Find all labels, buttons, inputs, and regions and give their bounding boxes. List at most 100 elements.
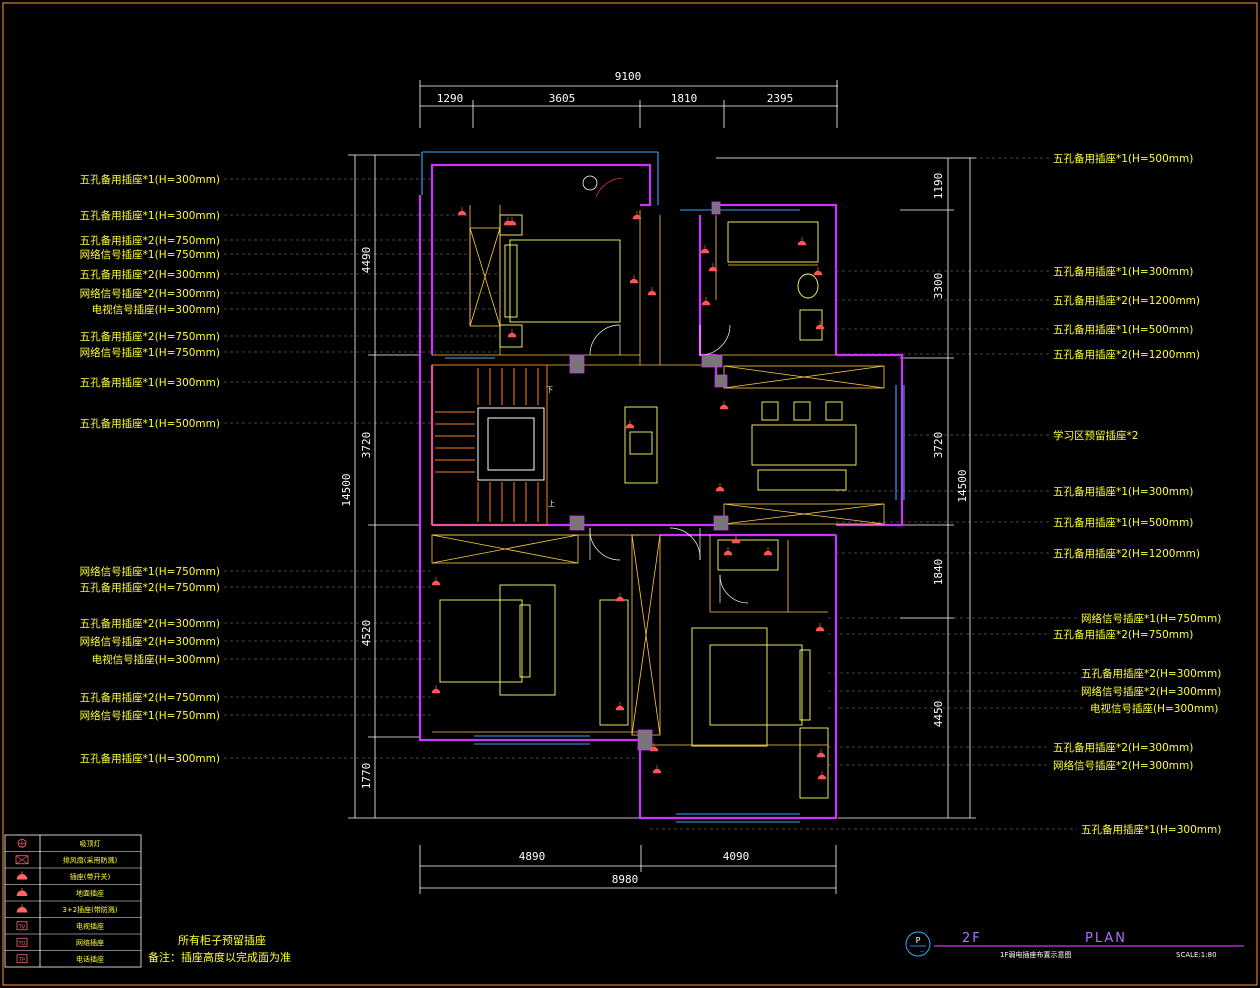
phone-socket-icon: TP (16, 954, 28, 963)
right-socket-label: 五孔备用插座*1(H=300mm) (1081, 823, 1221, 836)
walls (418, 163, 904, 820)
legend-label: 网络插座 (76, 938, 104, 947)
socket-icon (625, 420, 635, 429)
left-socket-label: 五孔备用插座*2(H=750mm) (80, 330, 220, 343)
left-leader-lines (224, 178, 640, 759)
left-socket-label: 电视信号插座(H=300mm) (92, 303, 220, 316)
right-socket-labels: 五孔备用插座*1(H=500mm) 五孔备用插座*1(H=300mm) 五孔备用插座… (1053, 152, 1221, 836)
dim-bottom-seg: 4890 (519, 850, 546, 863)
left-socket-label: 五孔备用插座*2(H=750mm) (80, 691, 220, 704)
legend-label: 地面插座 (76, 888, 104, 897)
dim-top-seg: 2395 (767, 92, 794, 105)
ceiling-light-icon (17, 838, 27, 848)
left-socket-label: 五孔备用插座*2(H=300mm) (80, 268, 220, 281)
right-socket-label: 五孔备用插座*2(H=300mm) (1053, 741, 1193, 754)
right-socket-label: 五孔备用插座*1(H=500mm) (1053, 516, 1193, 529)
dim-right-seg: 4450 (932, 701, 945, 728)
socket-icon (797, 237, 807, 246)
dim-right-total: 14500 (956, 469, 969, 502)
dim-left-seg: 1770 (360, 763, 373, 790)
socket-icon (700, 245, 710, 254)
top-dimensions (419, 80, 838, 128)
left-socket-labels: 五孔备用插座*1(H=300mm) 五孔备用插座*1(H=300mm) 五孔备用插座… (80, 173, 220, 765)
svg-text:TV: TV (18, 924, 26, 930)
socket-icon (629, 275, 639, 284)
title-floor: 2F (962, 931, 982, 946)
svg-text:TP: TP (18, 957, 25, 963)
right-socket-label: 五孔备用插座*2(H=1200mm) (1053, 294, 1200, 307)
right-socket-label: 五孔备用插座*2(H=300mm) (1081, 667, 1221, 680)
bottom-dimensions (419, 845, 837, 894)
dim-left-seg: 4490 (360, 247, 373, 274)
left-socket-label: 五孔备用插座*1(H=300mm) (80, 376, 220, 389)
legend-label: 电话插座 (76, 954, 104, 963)
columns (569, 201, 729, 751)
windows (421, 151, 905, 823)
left-socket-label: 网络信号插座*1(H=750mm) (80, 248, 220, 261)
right-socket-label: 五孔备用插座*2(H=750mm) (1053, 628, 1193, 641)
left-socket-label: 网络信号插座*1(H=750mm) (80, 709, 220, 722)
dim-bottom-seg: 4090 (723, 850, 750, 863)
socket-icon (723, 547, 733, 556)
svg-text:TO: TO (18, 941, 26, 947)
stair-down-mark: 下 (546, 386, 553, 394)
left-socket-label: 网络信号插座*2(H=300mm) (80, 287, 220, 300)
title-plan: PLAN (1085, 931, 1127, 946)
socket-icon (719, 401, 729, 410)
right-socket-label: 网络信号插座*2(H=300mm) (1081, 685, 1221, 698)
legend-label: 插座(带开关) (70, 872, 111, 881)
network-socket-icon: TO (16, 937, 28, 947)
socket-symbols (431, 207, 827, 780)
right-socket-label: 五孔备用插座*2(H=1200mm) (1053, 547, 1200, 560)
socket-icon (507, 329, 517, 338)
note-line-2: 备注：插座高度以完成面为准 (148, 950, 291, 964)
socket-icon (816, 749, 826, 758)
tv-socket-icon: TV (16, 921, 28, 930)
right-socket-label: 网络信号插座*2(H=300mm) (1053, 759, 1193, 772)
dim-right-seg: 3720 (932, 432, 945, 459)
left-socket-label: 网络信号插座*2(H=300mm) (80, 635, 220, 648)
furniture (439, 214, 857, 799)
socket-icon (457, 207, 467, 216)
socket-icon (652, 765, 662, 774)
floor-socket-icon (16, 887, 28, 897)
socket-icon (431, 685, 441, 694)
left-socket-label: 五孔备用插座*2(H=750mm) (80, 581, 220, 594)
dim-top-total: 9100 (615, 70, 642, 83)
dim-top-seg: 1290 (437, 92, 464, 105)
title-badge: P (916, 936, 921, 945)
dim-left-seg: 4520 (360, 620, 373, 647)
dim-top-seg: 3605 (549, 92, 576, 105)
svg-text:--: -- (920, 948, 924, 955)
socket-icon (632, 211, 642, 220)
right-socket-label: 学习区预留插座*2 (1053, 429, 1138, 442)
socket-icon (615, 593, 625, 602)
right-socket-label: 五孔备用插座*1(H=500mm) (1053, 323, 1193, 336)
legend-label: 电视插座 (76, 921, 104, 930)
socket-icon (708, 263, 718, 272)
legend-label: 吸顶灯 (80, 839, 101, 848)
dim-left-seg: 3720 (360, 432, 373, 459)
left-socket-label: 网络信号插座*1(H=750mm) (80, 565, 220, 578)
right-socket-label: 网络信号插座*1(H=750mm) (1081, 612, 1221, 625)
left-socket-label: 五孔备用插座*1(H=300mm) (80, 752, 220, 765)
socket-icon (763, 547, 773, 556)
dim-left-total: 14500 (340, 473, 353, 506)
socket-icon (649, 743, 659, 752)
inner-wall-lines (432, 205, 836, 746)
title-block: P -- 2F PLAN 1F弱电插座布置示意图 SCALE:1:80 (905, 931, 1244, 959)
right-socket-label: 五孔备用插座*1(H=300mm) (1053, 485, 1193, 498)
dim-top-seg: 1810 (671, 92, 698, 105)
left-socket-label: 电视信号插座(H=300mm) (92, 653, 220, 666)
right-socket-label: 五孔备用插座*2(H=1200mm) (1053, 348, 1200, 361)
dim-right-seg: 1840 (932, 559, 945, 586)
title-subtitle: 1F弱电插座布置示意图 (1000, 950, 1071, 959)
socket-icon (817, 771, 827, 780)
left-socket-label: 五孔备用插座*1(H=300mm) (80, 173, 220, 186)
wardrobes (431, 227, 885, 736)
exhaust-fan-icon (15, 855, 29, 865)
right-socket-label: 电视信号插座(H=300mm) (1090, 702, 1218, 715)
